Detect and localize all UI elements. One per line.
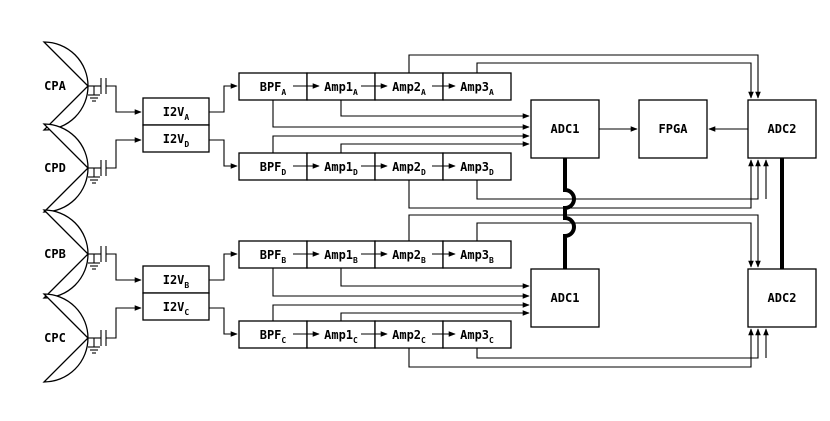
sensor-cpb-label: CPB xyxy=(44,247,66,261)
svg-text:Amp2C: Amp2C xyxy=(392,328,426,345)
svg-text:I2VA: I2VA xyxy=(163,105,190,122)
svg-text:I2VD: I2VD xyxy=(163,132,190,149)
capacitor-cpb xyxy=(88,246,142,283)
svg-text:Amp2A: Amp2A xyxy=(392,80,426,97)
sensor-cpa-label: CPA xyxy=(44,79,66,93)
adc1-bottom: ADC1 xyxy=(530,268,600,328)
chain-row-b: BPFB Amp1B Amp2B Amp3B xyxy=(238,240,512,269)
capacitor-cpc xyxy=(88,305,142,354)
svg-text:Amp1A: Amp1A xyxy=(324,80,358,97)
adc1-top-input-wires xyxy=(272,100,530,153)
sensor-cpd: CPD xyxy=(42,123,89,213)
svg-text:Amp3A: Amp3A xyxy=(460,80,494,97)
svg-text:Amp2B: Amp2B xyxy=(392,248,426,265)
svg-text:ADC1: ADC1 xyxy=(551,122,580,136)
sensor-cpc-label: CPC xyxy=(44,331,66,345)
svg-text:Amp2D: Amp2D xyxy=(392,160,426,177)
svg-text:Amp1B: Amp1B xyxy=(324,248,358,265)
svg-text:BPFA: BPFA xyxy=(260,80,287,97)
adc2-bottom-input-wires xyxy=(408,214,761,368)
svg-text:Amp1D: Amp1D xyxy=(324,160,358,177)
i2v-block-a: I2VA xyxy=(142,97,210,126)
sensor-cpd-label: CPD xyxy=(44,161,66,175)
svg-text:I2VC: I2VC xyxy=(163,300,190,317)
i2v-block-b: I2VB xyxy=(142,265,210,294)
svg-text:Amp3B: Amp3B xyxy=(460,248,494,265)
svg-text:BPFD: BPFD xyxy=(260,160,287,177)
i2v-block-d: I2VD xyxy=(142,124,210,153)
capacitor-cpd xyxy=(88,137,142,184)
adc2-bottom: ADC2 xyxy=(747,268,817,328)
svg-text:ADC2: ADC2 xyxy=(768,291,797,305)
i2v-block-c: I2VC xyxy=(142,292,210,321)
chain-row-d: BPFD Amp1D Amp2D Amp3D xyxy=(238,152,512,181)
svg-text:ADC2: ADC2 xyxy=(768,122,797,136)
adc1-bottom-input-wires xyxy=(272,268,530,321)
sensor-cpa: CPA xyxy=(42,41,89,131)
svg-text:Amp3D: Amp3D xyxy=(460,160,494,177)
svg-text:I2VB: I2VB xyxy=(163,273,190,290)
chain-row-c: BPFC Amp1C Amp2C Amp3C xyxy=(238,320,512,349)
sensor-cpb: CPB xyxy=(42,209,89,299)
chain-row-a: BPFA Amp1A Amp2A Amp3A xyxy=(238,72,512,101)
svg-text:Amp1C: Amp1C xyxy=(324,328,358,345)
svg-text:Amp3C: Amp3C xyxy=(460,328,494,345)
sensor-cpc: CPC xyxy=(42,293,89,383)
i2v-output-wires xyxy=(209,83,238,337)
adc1-top: ADC1 xyxy=(530,99,600,159)
svg-text:BPFB: BPFB xyxy=(260,248,287,265)
adc2-top-input-wires xyxy=(408,54,761,209)
svg-text:ADC1: ADC1 xyxy=(551,291,580,305)
fpga-block: FPGA xyxy=(638,99,708,159)
adc-bus-lines xyxy=(563,158,784,269)
capacitor-cpa xyxy=(88,78,142,115)
adc2-top: ADC2 xyxy=(747,99,817,159)
svg-text:FPGA: FPGA xyxy=(659,122,689,136)
svg-text:BPFC: BPFC xyxy=(260,328,287,345)
